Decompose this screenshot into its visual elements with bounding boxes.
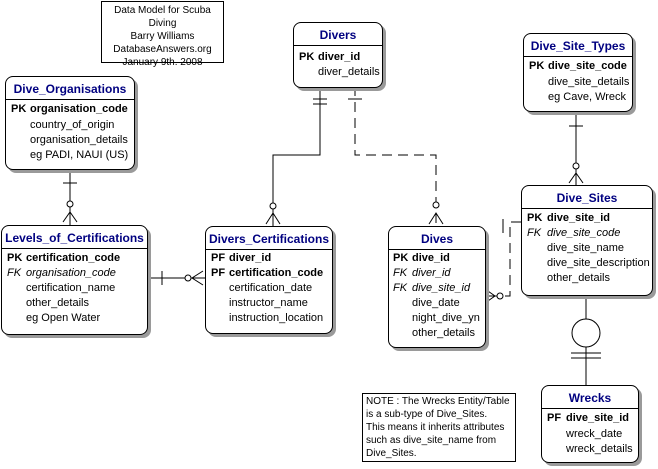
header-line-4: January 9th. 2008 [122,57,203,68]
entity-name: Dive_Site_Types [530,39,626,53]
diverscert-zero-mark [269,202,277,210]
attr-field: dive_site_description [547,257,650,269]
attr-field: wreck_date [566,428,623,440]
attr-field: other_details [547,272,610,284]
attr-field: instruction_location [229,312,324,324]
header-box: Data Model for Scuba Diving Barry Willia… [101,1,224,68]
entity-dive-sites: Dive_Sites PK dive_site_id FK dive_site_… [521,185,653,296]
rel-divers-diverscert [272,86,321,226]
entity-dive-organisations: Dive_Organisations PK organisation_code … [5,76,135,170]
attr-field: eg Open Water [26,312,101,324]
rel-sites-dives [485,221,521,297]
divider [522,208,652,209]
levels-crowfoot [62,211,78,223]
note-line-5: Dive_Sites. [366,448,417,459]
divider [6,99,134,100]
attr-field: diver_details [318,66,380,78]
attr-field: certification_date [229,282,313,294]
attr-field: other_details [412,327,475,339]
entity-name: Divers_Certifications [208,232,330,246]
fk-label: FK [7,267,22,279]
fk-label: FK [393,267,408,279]
attr-field: dive_site_details [548,76,630,88]
attr-field: instructor_name [229,297,308,309]
entity-name: Divers [319,28,357,42]
pf-field: dive_site_id [566,412,629,424]
pk-label: PK [529,60,545,72]
divider [542,408,638,409]
attr-field: eg Cave, Wreck [548,91,627,103]
fk-field: diver_id [412,267,451,279]
divider [389,249,485,250]
entity-name: Dive_Organisations [13,82,127,96]
note-line-1: NOTE : The Wrecks Entity/Table [366,396,510,407]
divider [294,45,382,46]
note-line-2: is a sub-type of Dive_Sites. [366,409,488,420]
attr-field: country_of_origin [30,119,115,131]
pk-field: diver_id [318,51,361,63]
pk-label: PK [11,103,27,115]
header-line-2: Barry Williams [130,31,195,42]
pf-label: PF [211,267,226,279]
fk-label: FK [393,282,408,294]
levels-zero-mark [66,200,74,208]
note-line-4: such as dive_site_name from [366,435,497,446]
dives-zero-mark-2 [496,292,504,300]
attr-field: organisation_details [30,134,128,146]
pk-field: organisation_code [30,103,128,115]
entity-name: Dive_Sites [556,191,618,205]
entity-divers-certifications: Divers_Certifications PF diver_id PF cer… [205,226,333,334]
pk-field: dive_site_code [548,60,627,72]
pf-field: diver_id [229,252,272,264]
attr-field: night_dive_yn [412,312,480,324]
pk-field: certification_code [26,252,121,264]
note-line-3: This means it inherits attributes [366,422,505,433]
fk-label: FK [527,227,542,239]
dives-zero-mark [432,201,440,209]
entity-levels-of-certifications: Levels_of_Certifications PK certificatio… [1,225,148,335]
subtype-circle [571,318,601,348]
pk-field: dive_id [412,252,450,264]
sites-crowfoot [568,172,584,184]
entity-dives: Dives PK dive_id FK diver_id FK dive_sit… [388,226,486,348]
header-line-1: Data Model for Scuba Diving [114,5,211,29]
entity-name: Levels_of_Certifications [5,231,144,245]
attr-field: dive_site_name [547,242,625,254]
pk-label: PK [7,252,23,264]
divider [206,249,332,250]
pk-label: PK [393,252,409,264]
fk-field: dive_site_code [547,227,621,239]
pk-label: PK [527,212,543,224]
attr-field: dive_date [412,297,460,309]
pf-label: PF [547,412,562,424]
divider [2,248,147,249]
header-line-3: DatabaseAnswers.org [113,44,212,55]
entity-dive-site-types: Dive_Site_Types PK dive_site_code dive_s… [523,33,633,112]
pk-label: PK [299,51,315,63]
attr-field: certification_name [26,282,116,294]
rel-divers-dives [354,86,437,226]
fk-field: dive_site_id [412,282,471,294]
diverscert-zero-mark-2 [184,274,192,282]
entity-wrecks: Wrecks PF dive_site_id wreck_date wreck_… [541,385,639,463]
entity-name: Wrecks [568,391,612,405]
dives-crowfoot-2 [484,288,496,304]
attr-field: other_details [26,297,89,309]
divider [524,56,632,57]
attr-field: wreck_details [566,443,633,455]
diverscert-crowfoot-2 [191,270,204,286]
diverscert-crowfoot [265,212,281,225]
entity-divers: Divers PK diver_id diver_details [293,22,383,88]
fk-field: organisation_code [26,267,116,279]
sites-zero-mark [572,162,580,170]
entity-name: Dives [420,232,454,246]
attr-field: eg PADI, NAUI (US) [30,149,129,161]
dives-crowfoot [428,212,444,225]
pf-label: PF [211,252,226,264]
pf-field: certification_code [229,267,324,279]
note-box: NOTE : The Wrecks Entity/Table is a sub-… [362,393,516,462]
pk-field: dive_site_id [547,212,610,224]
